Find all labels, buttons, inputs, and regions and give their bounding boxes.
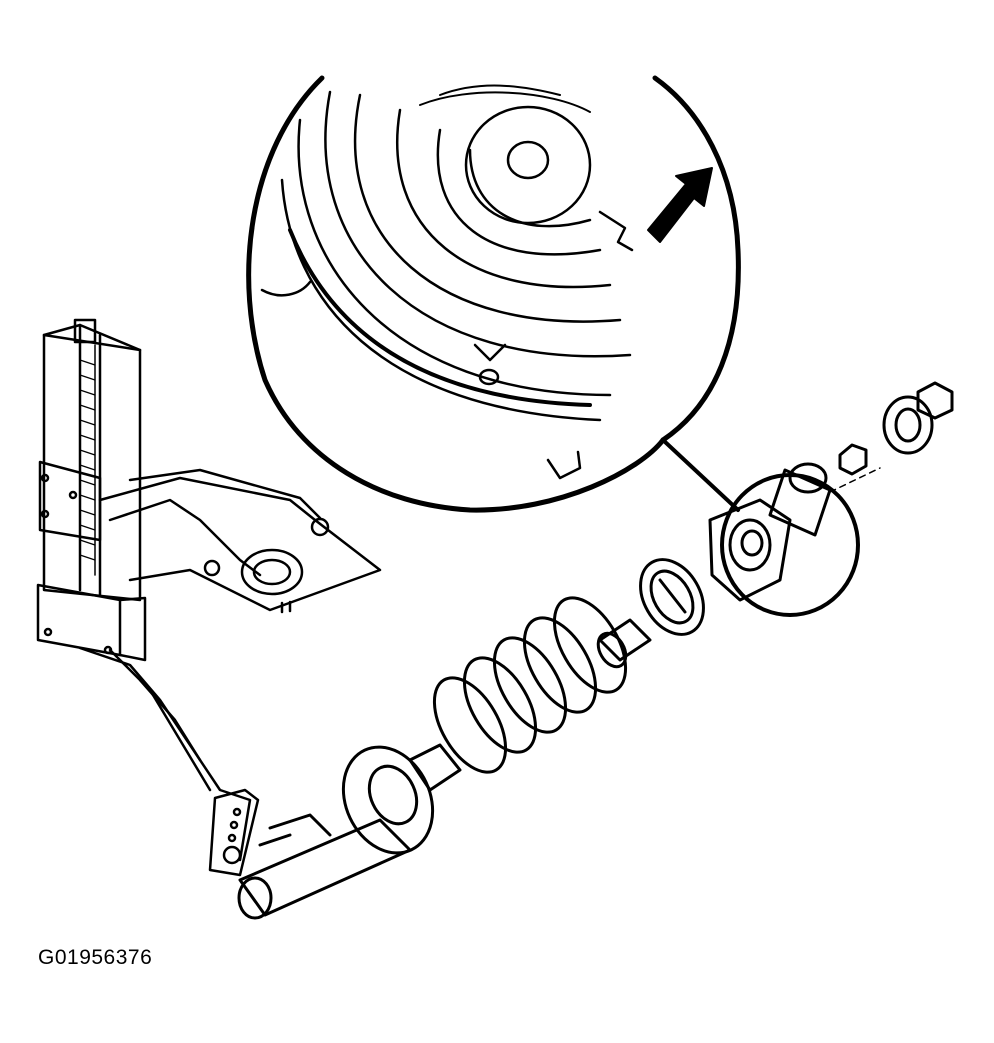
figure-id-label: G01956376 [38,946,153,969]
detail-leader-line [661,438,740,512]
arrow-icon [647,167,713,243]
strut-body [238,818,412,917]
upper-spring-seat [639,558,705,636]
top-nut [916,381,954,420]
bump-stop [598,618,652,662]
bearing-sleeve [768,468,832,537]
detail-view-circle [246,75,741,513]
small-nut [838,443,868,476]
upper-strut-mount-detail [260,84,634,480]
strut-assembly [237,381,954,920]
assembly-center-line [829,467,881,493]
washer [882,395,934,455]
lower-spring-seat [341,745,435,855]
spring-compressor-tool [36,318,382,877]
coil-spring [432,596,628,774]
upper-strut-mount [708,498,792,602]
